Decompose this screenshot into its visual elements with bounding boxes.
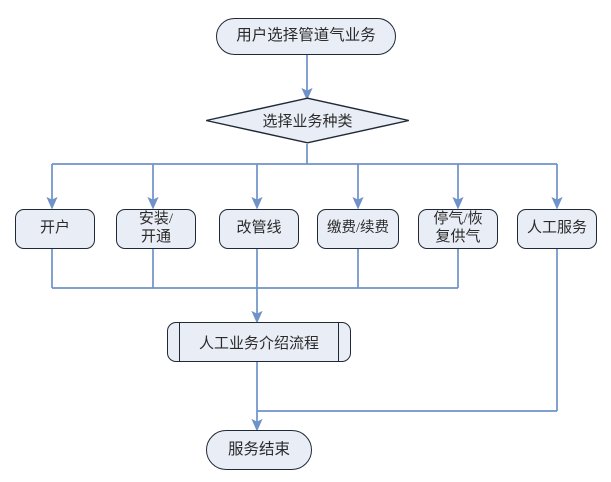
predefined-process-bar-left [179, 321, 180, 363]
node-manual-business-process[interactable]: 人工业务介绍流程 [167, 321, 351, 363]
node-process-label: 人工业务介绍流程 [198, 335, 319, 352]
node-option-1-label: 开户 [39, 220, 70, 237]
node-option-3-label: 改管线 [236, 220, 282, 237]
node-option-anzhuang-kaitong[interactable]: 安装/ 开通 [116, 209, 196, 249]
node-decision-label: 选择业务种类 [262, 114, 353, 130]
node-option-rengong-fuwu[interactable]: 人工服务 [517, 209, 597, 249]
diamond-shape [206, 97, 409, 144]
node-option-5-label: 停气/恢 复供气 [433, 211, 483, 245]
node-option-tingqi-huifugongqi[interactable]: 停气/恢 复供气 [418, 209, 498, 249]
node-option-kaihu[interactable]: 开户 [15, 209, 95, 249]
node-end-label: 服务结束 [227, 440, 290, 458]
node-option-6-label: 人工服务 [526, 220, 587, 237]
node-option-gaiguanxian[interactable]: 改管线 [219, 209, 299, 249]
node-decision[interactable]: 选择业务种类 [205, 97, 410, 144]
node-end[interactable]: 服务结束 [206, 430, 312, 470]
predefined-process-bar-right [338, 321, 339, 363]
node-start-label: 用户选择管道气业务 [236, 27, 376, 45]
node-option-jiaofei-xufei[interactable]: 缴费/续费 [317, 209, 399, 249]
node-option-4-label: 缴费/续费 [326, 220, 390, 237]
node-option-2-label: 安装/ 开通 [138, 211, 174, 245]
node-start[interactable]: 用户选择管道气业务 [216, 18, 396, 55]
